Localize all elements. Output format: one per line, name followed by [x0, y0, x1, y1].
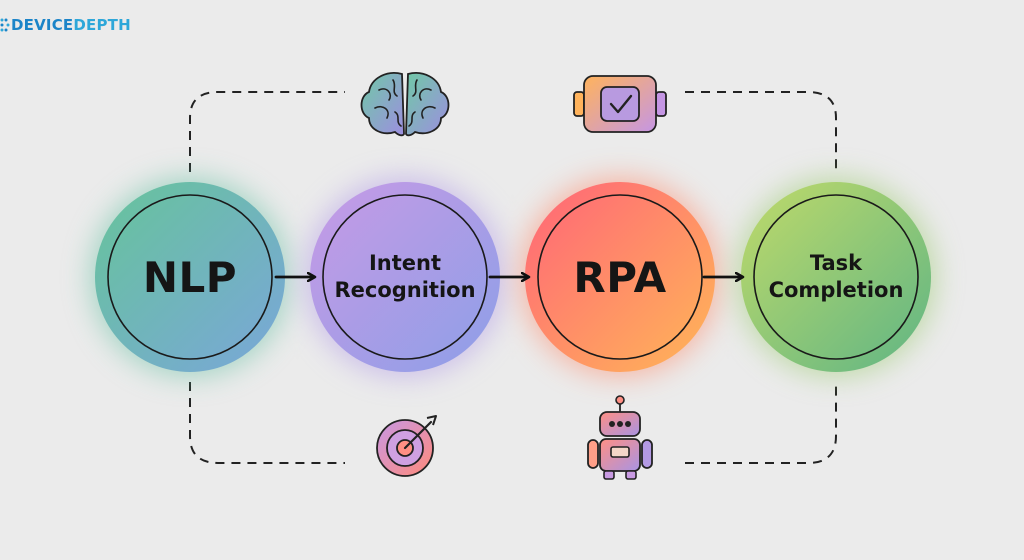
node-rpa	[525, 182, 715, 372]
node-label-nlp: NLP	[110, 237, 270, 317]
node-label-intent-line1: Intent	[368, 251, 442, 275]
node-label-rpa-text: RPA	[573, 252, 667, 302]
dashed-connectors	[189, 91, 837, 464]
top-left-connector	[189, 91, 345, 172]
bottom-left-connector	[189, 382, 345, 464]
node-label-intent: Intent Recognition	[325, 237, 485, 317]
node-intent-recognition	[310, 182, 500, 372]
node-label-task: Task Completion	[756, 237, 916, 317]
node-label-rpa: RPA	[540, 237, 700, 317]
checkbox-chip-icon	[573, 75, 667, 133]
node-label-task-line2: Completion	[768, 278, 904, 302]
node-label-nlp-text: NLP	[142, 252, 238, 302]
node-nlp	[95, 182, 285, 372]
target-icon	[376, 415, 437, 477]
node-label-task-line1: Task	[809, 251, 863, 275]
brand-name-part2: DEPTH	[73, 16, 131, 34]
bottom-right-connector	[685, 382, 837, 464]
brain-icon	[360, 72, 450, 137]
node-task-completion	[741, 182, 931, 372]
top-right-connector	[685, 91, 837, 170]
node-label-intent-line2: Recognition	[334, 278, 476, 302]
brand-name-part1: DEVICE	[11, 16, 74, 34]
robot-icon	[587, 395, 653, 480]
brand-mark-icon	[0, 18, 10, 32]
